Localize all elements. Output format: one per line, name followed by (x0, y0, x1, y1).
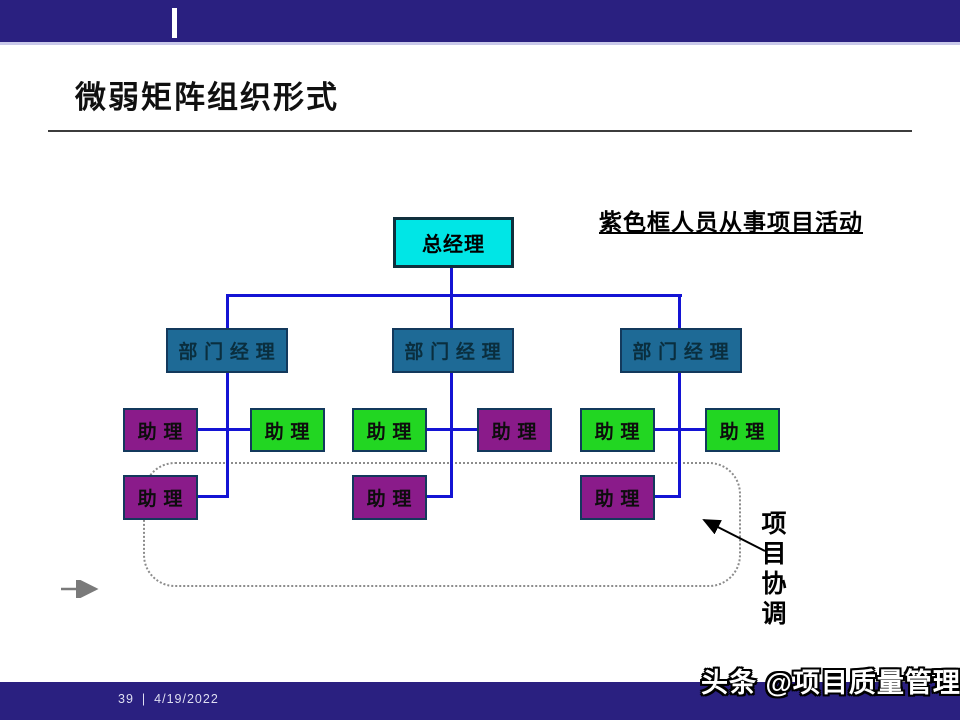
org-box-dept-manager-2: 部 门 经 理 (392, 328, 514, 373)
org-box-assistant-r1-3: 助 理 (352, 408, 427, 452)
org-box-dept-manager-1: 部 门 经 理 (166, 328, 288, 373)
callout-arrow (702, 519, 766, 552)
watermark-text: 头条 @项目质量管理 (701, 668, 960, 698)
side-label-project-coordination: 项目协调 (761, 511, 787, 628)
bottom-bar (0, 682, 960, 720)
connector-manager-1-down (226, 373, 229, 498)
org-box-assistant-r2-1-project: 助 理 (123, 475, 198, 520)
connector-manager-2-down (450, 373, 453, 498)
org-box-dept-manager-3: 部 门 经 理 (620, 328, 742, 373)
org-box-assistant-r1-2: 助 理 (250, 408, 325, 452)
connector-row1-group1 (198, 428, 250, 431)
connector-to-manager-2 (450, 294, 453, 330)
org-box-general-manager: 总经理 (393, 217, 514, 268)
page-title: 微弱矩阵组织形式 (75, 80, 339, 115)
connector-root-down (450, 268, 453, 296)
footer-date: 4/19/2022 (154, 692, 219, 706)
annotation-note: 紫色框人员从事项目活动 (599, 210, 863, 235)
org-box-assistant-r1-4-project: 助 理 (477, 408, 552, 452)
gray-arrow-icon (61, 580, 99, 598)
connector-row2-elbow1 (198, 495, 229, 498)
org-box-assistant-r1-5: 助 理 (580, 408, 655, 452)
connector-row2-elbow2 (427, 495, 453, 498)
connector-row2-elbow3 (655, 495, 681, 498)
top-bar-tick-mark (172, 8, 177, 38)
org-box-assistant-r2-2-project: 助 理 (352, 475, 427, 520)
title-divider (48, 130, 912, 132)
project-coordination-dotted-region (143, 462, 741, 587)
connector-row1-group2 (427, 428, 477, 431)
connector-horizontal-level1 (226, 294, 682, 297)
connector-to-manager-3 (678, 294, 681, 330)
top-bar-edge (0, 42, 960, 45)
org-box-assistant-r2-3-project: 助 理 (580, 475, 655, 520)
footer-separator: | (141, 692, 147, 706)
footer-page-number: 39 (118, 692, 134, 706)
connector-manager-3-down (678, 373, 681, 498)
footer-page-info: 39 | 4/19/2022 (118, 692, 227, 706)
top-bar (0, 0, 960, 42)
org-box-assistant-r1-1-project: 助 理 (123, 408, 198, 452)
connector-row1-group3 (655, 428, 705, 431)
org-box-assistant-r1-6: 助 理 (705, 408, 780, 452)
connector-to-manager-1 (226, 294, 229, 330)
